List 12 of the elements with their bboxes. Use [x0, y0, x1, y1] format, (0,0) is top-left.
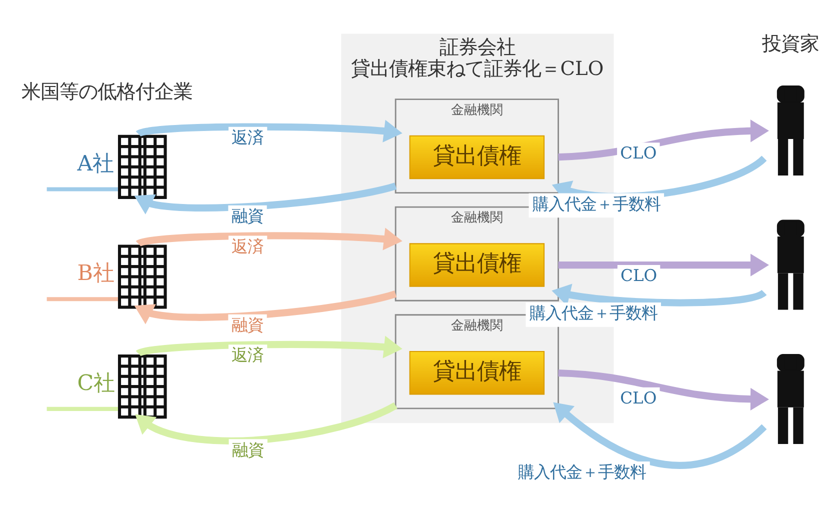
edge-label: 返済: [232, 236, 264, 256]
label: 米国等の低格付企業: [21, 79, 192, 102]
label: 投資家: [762, 32, 820, 55]
edge-label: CLO: [620, 266, 658, 285]
edge-label: 融資: [231, 314, 264, 334]
edge-label: 融資: [231, 206, 264, 225]
edge-label: CLO: [620, 143, 657, 162]
edge-label: CLO: [620, 388, 657, 407]
edge-label: 融資: [232, 440, 264, 459]
edge-label: 返済: [232, 127, 264, 146]
edge-label: 購入代金＋手数料: [518, 462, 646, 482]
edge-label: 返済: [232, 345, 264, 364]
